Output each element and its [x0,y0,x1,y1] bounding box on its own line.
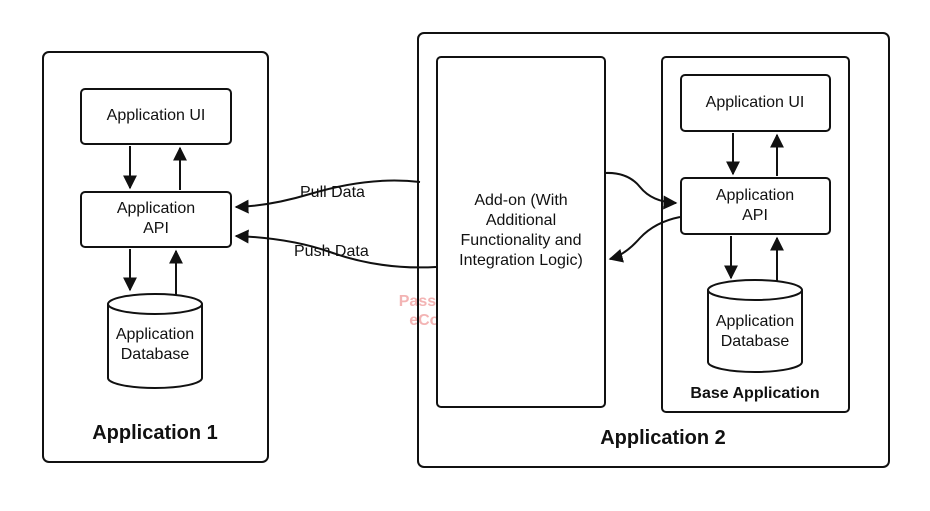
addon-label-line3: Functionality and [461,232,582,249]
base-application-frame [661,56,850,413]
base-application-title: Base Application [690,385,819,402]
addon-label-line1: Add-on (With [474,192,567,209]
addon-label-line4: Integration Logic) [459,252,583,269]
app1-db-label-line2: Database [121,346,190,363]
base-api-to-addon-arrow [608,216,681,263]
app2-api-label-line2: API [742,207,768,224]
app2-api-box [680,177,831,235]
app2-db-label-line1: Application [716,313,794,330]
push-data-label: Push Data [294,243,369,260]
addon-box [436,56,606,408]
push-data-arrow [234,229,437,269]
app1-api-label-line2: API [143,220,169,237]
app1-ui-box [80,88,232,145]
application-2-title: Application 2 [600,427,726,449]
app2-ui-box [680,74,831,132]
application-1-title: Application 1 [92,422,218,444]
app1-ui-label: Application UI [107,107,206,124]
addon-label-line2: Additional [486,212,556,229]
application-1-frame [42,51,269,463]
application-2-frame [417,32,890,468]
app2-db-label-line2: Database [721,333,790,350]
app2-database-cylinder [707,279,803,373]
pull-data-arrow [234,179,421,214]
app1-api-box [80,191,232,248]
app2-api-label-line1: Application [716,187,794,204]
app2-ui-label: Application UI [706,94,805,111]
addon-to-base-api-arrow [604,171,678,210]
app1-api-label-line1: Application [117,200,195,217]
app1-db-label-line1: Application [116,326,194,343]
pull-data-label: Pull Data [300,184,365,201]
app1-database-cylinder [107,293,203,389]
